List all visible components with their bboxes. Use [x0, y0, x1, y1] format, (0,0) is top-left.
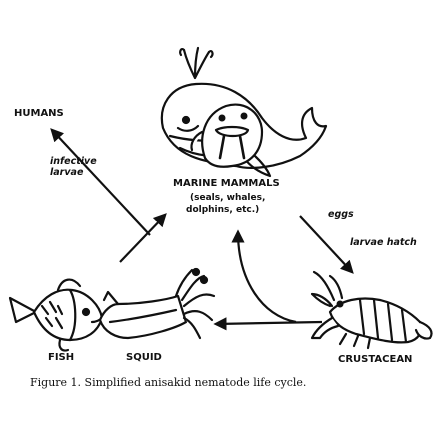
fish-icon	[10, 280, 102, 351]
label-mammal-examples-1: (seals, whales,	[190, 193, 265, 203]
label-fish: FISH	[48, 352, 74, 363]
label-crustacean: CRUSTACEAN	[338, 354, 412, 365]
label-humans: HUMANS	[14, 108, 64, 119]
figure-caption: Figure 1. Simplified anisakid nematode l…	[30, 376, 306, 389]
label-larvae: larvae	[50, 167, 83, 178]
arrow-crustacean-to-squid	[216, 322, 322, 324]
arrow-mammals-to-crustacean	[300, 216, 352, 272]
arrow-crustacean-to-mammals	[238, 232, 296, 322]
label-infective: infective	[50, 156, 97, 167]
squid-icon	[100, 269, 214, 338]
shrimp-icon	[312, 272, 432, 348]
arrow-fish-to-mammals	[120, 215, 165, 262]
label-larvae-hatch: larvae hatch	[350, 237, 417, 248]
label-eggs: eggs	[328, 209, 354, 220]
walrus-icon	[191, 105, 262, 167]
label-mammal-examples-2: dolphins, etc.)	[186, 205, 259, 215]
label-squid: SQUID	[126, 352, 162, 363]
label-marine-mammals: MARINE MAMMALS	[173, 178, 280, 189]
arrow-to-humans	[52, 130, 150, 235]
